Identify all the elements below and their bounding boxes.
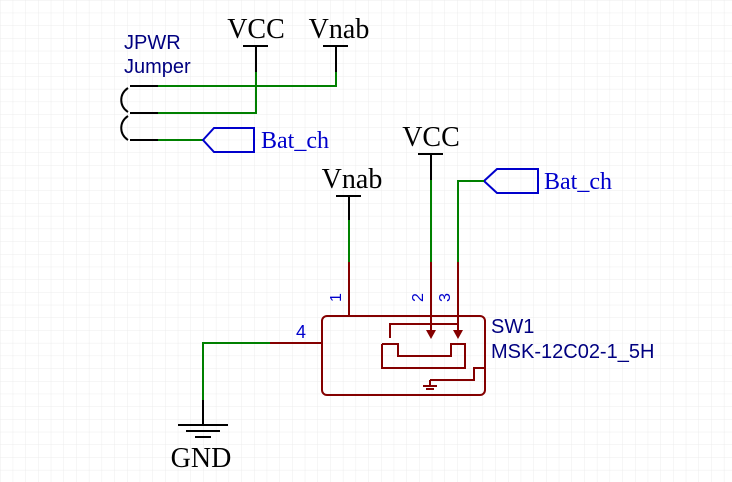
vcc-top-label: VCC [227, 14, 285, 45]
sw1-arrow-pin3 [453, 330, 463, 339]
sw1-slider [381, 343, 466, 369]
sw1-contact-top [389, 323, 458, 338]
sw1-body [321, 315, 486, 396]
switch-wires [202, 180, 484, 400]
power-gnd[interactable]: GND [171, 400, 232, 474]
sw1-pin4-number: 4 [296, 322, 306, 342]
net-label-bat-ch-top[interactable]: Bat_ch [201, 127, 329, 154]
power-vcc-top[interactable]: VCC [227, 14, 285, 72]
vcc-mid-label: VCC [402, 122, 460, 153]
bat-ch-right-flag [482, 168, 539, 194]
sw1-pin2-number: 2 [410, 293, 427, 302]
jumper-value: Jumper [124, 56, 191, 78]
wire-jumper-vnab[interactable] [158, 72, 337, 87]
wire-pin4-gnd[interactable] [202, 342, 270, 400]
power-vnab-left[interactable]: Vnab [322, 164, 383, 220]
bat-ch-top-flag [201, 127, 255, 153]
jumper-jpwr[interactable]: JPWR Jumper [120, 32, 191, 141]
sw1-pin1-number: 1 [328, 293, 345, 302]
bat-ch-right-text: Bat_ch [544, 169, 612, 195]
bat-ch-top-text: Bat_ch [261, 128, 329, 154]
switch-sw1[interactable]: 1 2 3 4 SW1 MSK-12C02-1_5H [270, 262, 654, 396]
power-vnab-top[interactable]: Vnab [309, 14, 370, 72]
wire-batch-pin3[interactable] [457, 180, 484, 262]
sw1-ref: SW1 [491, 316, 534, 338]
power-vcc-mid[interactable]: VCC [402, 122, 460, 180]
sw1-ground-link [430, 367, 484, 381]
jumper-arc-top [120, 87, 129, 113]
sw1-pin3-number: 3 [437, 293, 454, 302]
vnab-left-label: Vnab [322, 164, 383, 195]
jumper-arc-bottom [120, 115, 129, 141]
jumper-ref: JPWR [124, 32, 181, 54]
sw1-arrow-pin2 [426, 330, 436, 339]
gnd-label: GND [171, 443, 232, 474]
jumper-wires [158, 72, 337, 141]
net-label-bat-ch-right[interactable]: Bat_ch [482, 168, 612, 195]
sw1-value: MSK-12C02-1_5H [491, 341, 654, 363]
wire-jumper-vcc[interactable] [158, 72, 257, 114]
vnab-top-label: Vnab [309, 14, 370, 45]
